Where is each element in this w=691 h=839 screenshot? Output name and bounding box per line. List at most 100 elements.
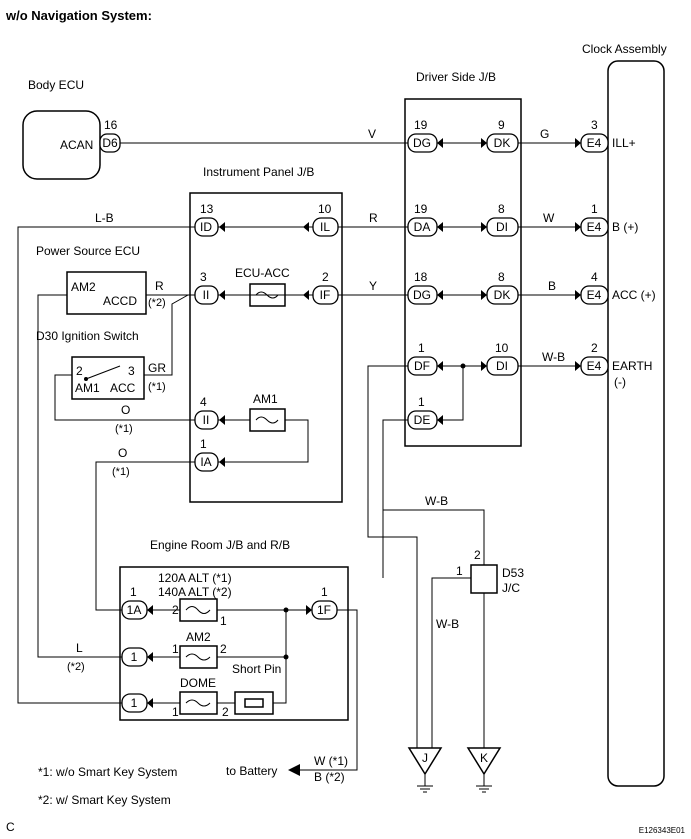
- wire-label-gr-note: (*1): [148, 381, 166, 393]
- driver-side-jb-box: [404, 98, 522, 447]
- engine-room-connectors: [121, 600, 338, 713]
- ignition-switch-box: [71, 356, 145, 400]
- connector-if-name: IF: [320, 288, 331, 302]
- wire-label-gr: GR: [148, 361, 166, 375]
- clock-e4-earth-pin: 2: [591, 341, 598, 355]
- connector-ii-2: [194, 410, 219, 430]
- wire-wb-3: [431, 577, 471, 748]
- wire-label-wb3: W-B: [436, 617, 459, 631]
- clock-b-signal: B (+): [612, 220, 638, 234]
- clock-earth-sub: (-): [614, 375, 626, 389]
- wire-l: [37, 294, 122, 658]
- wire-label-l: L: [76, 641, 83, 655]
- footer-left: C: [6, 820, 15, 834]
- fuse-ecu-acc: [249, 283, 286, 307]
- junction-connector-type: J/C: [502, 581, 520, 595]
- engine-room-jb-label: Engine Room J/B and R/B: [150, 538, 290, 552]
- connector-de-pin: 1: [418, 395, 425, 409]
- wire-de-down: [382, 419, 408, 578]
- ignition-switch-label: D30 Ignition Switch: [36, 329, 139, 343]
- driver-side-jb-label: Driver Side J/B: [416, 70, 496, 84]
- ignition-am1-label: AM1: [75, 381, 100, 395]
- ignition-pin-3: 3: [128, 364, 135, 378]
- wire-label-o2: O: [118, 446, 127, 460]
- connector-d6-name: D6: [102, 136, 118, 150]
- ignition-pivot: [84, 377, 88, 381]
- connector-d6-pin: 16: [104, 118, 118, 132]
- instrument-panel-jb-label: Instrument Panel J/B: [203, 165, 314, 179]
- ignition-pin-2: 2: [76, 364, 83, 378]
- am2-fuse-in: 1: [172, 642, 179, 656]
- wire-label-r2: R: [155, 279, 164, 293]
- connector-dg-2-pin: 18: [414, 270, 428, 284]
- body-ecu-signal: ACAN: [60, 138, 93, 152]
- ground-j: [407, 747, 443, 793]
- connector-dome-name: 1: [131, 696, 138, 710]
- clock-acc-signal: ACC (+): [612, 288, 656, 302]
- fuse-am2: [179, 645, 218, 669]
- dsjb-connectors: [407, 133, 519, 430]
- ground-j-label: J: [422, 751, 428, 765]
- junction-connector-box: [470, 564, 498, 594]
- connector-dg-name: DG: [413, 136, 431, 150]
- to-battery-label: to Battery: [226, 764, 277, 778]
- connector-dk-pin: 9: [498, 118, 505, 132]
- connector-am2-name: 1: [131, 650, 138, 664]
- clock-e4-b-name: E4: [587, 220, 602, 234]
- short-pin-element: [244, 698, 264, 708]
- connector-df-pin: 1: [418, 341, 425, 355]
- connector-da-name: DA: [414, 220, 431, 234]
- clock-e4-ill-pin: 3: [591, 118, 598, 132]
- alt-fuse-label-2: 140A ALT (*2): [158, 585, 232, 599]
- battery-arrow: [288, 764, 300, 776]
- splice-dot-3: [283, 654, 289, 660]
- note-2: *2: w/ Smart Key System: [38, 793, 171, 807]
- ignition-acc-label: ACC: [110, 381, 136, 395]
- connector-1a-name: 1A: [127, 603, 142, 617]
- connector-da-pin: 19: [414, 202, 428, 216]
- wire-label-wb1: W-B: [542, 350, 565, 364]
- splice-dot-1: [460, 363, 466, 369]
- connector-1a-pin: 1: [130, 585, 137, 599]
- jc-pin-1: 1: [456, 564, 463, 578]
- jc-pin-2: 2: [474, 548, 481, 562]
- connector-il-pin: 10: [318, 202, 332, 216]
- connector-il-name: IL: [320, 220, 330, 234]
- clock-e4-acc-name: E4: [587, 288, 602, 302]
- wire-wb-2: [383, 509, 485, 565]
- power-source-accd-pin: ACCD: [103, 294, 137, 308]
- connector-chevrons: [147, 138, 581, 708]
- ground-k-label: K: [480, 751, 488, 765]
- clock-e4-earth-name: E4: [587, 359, 602, 373]
- fuse-am1: [249, 408, 286, 432]
- connector-di-pin: 8: [498, 202, 505, 216]
- clock-ill-signal: ILL+: [612, 136, 636, 150]
- wire-o-1: [54, 374, 195, 421]
- wire-label-o1: O: [121, 403, 130, 417]
- connector-1f-pin: 1: [321, 585, 328, 599]
- dome-fuse-out: 2: [222, 705, 229, 719]
- diagram-title: w/o Navigation System:: [5, 8, 152, 23]
- clock-earth-signal: EARTH: [612, 359, 652, 373]
- battery-wire-w: W (*1): [314, 754, 348, 768]
- clock-assembly-label: Clock Assembly: [582, 42, 667, 56]
- connector-id-name: ID: [200, 220, 212, 234]
- ground-k: [466, 747, 502, 793]
- power-source-ecu-box: [66, 271, 147, 315]
- connector-id-pin: 13: [200, 202, 214, 216]
- connector-if: [312, 285, 339, 305]
- footer-code: E126343E01: [639, 826, 686, 835]
- alt-fuse-in: 2: [172, 603, 179, 617]
- wire-label-r1: R: [369, 211, 378, 225]
- connector-ii-pin: 3: [200, 270, 207, 284]
- connector-ii: [194, 285, 219, 305]
- clock-e4-ill-name: E4: [587, 136, 602, 150]
- connector-dg-2-name: DG: [413, 288, 431, 302]
- connector-ia-pin: 1: [200, 437, 207, 451]
- wire-de-link: [437, 366, 464, 421]
- wire-label-w: W: [543, 211, 555, 225]
- connector-ia: [194, 452, 219, 472]
- fuse-ecu-acc-label: ECU-ACC: [235, 266, 290, 280]
- power-source-am2-pin: AM2: [71, 280, 96, 294]
